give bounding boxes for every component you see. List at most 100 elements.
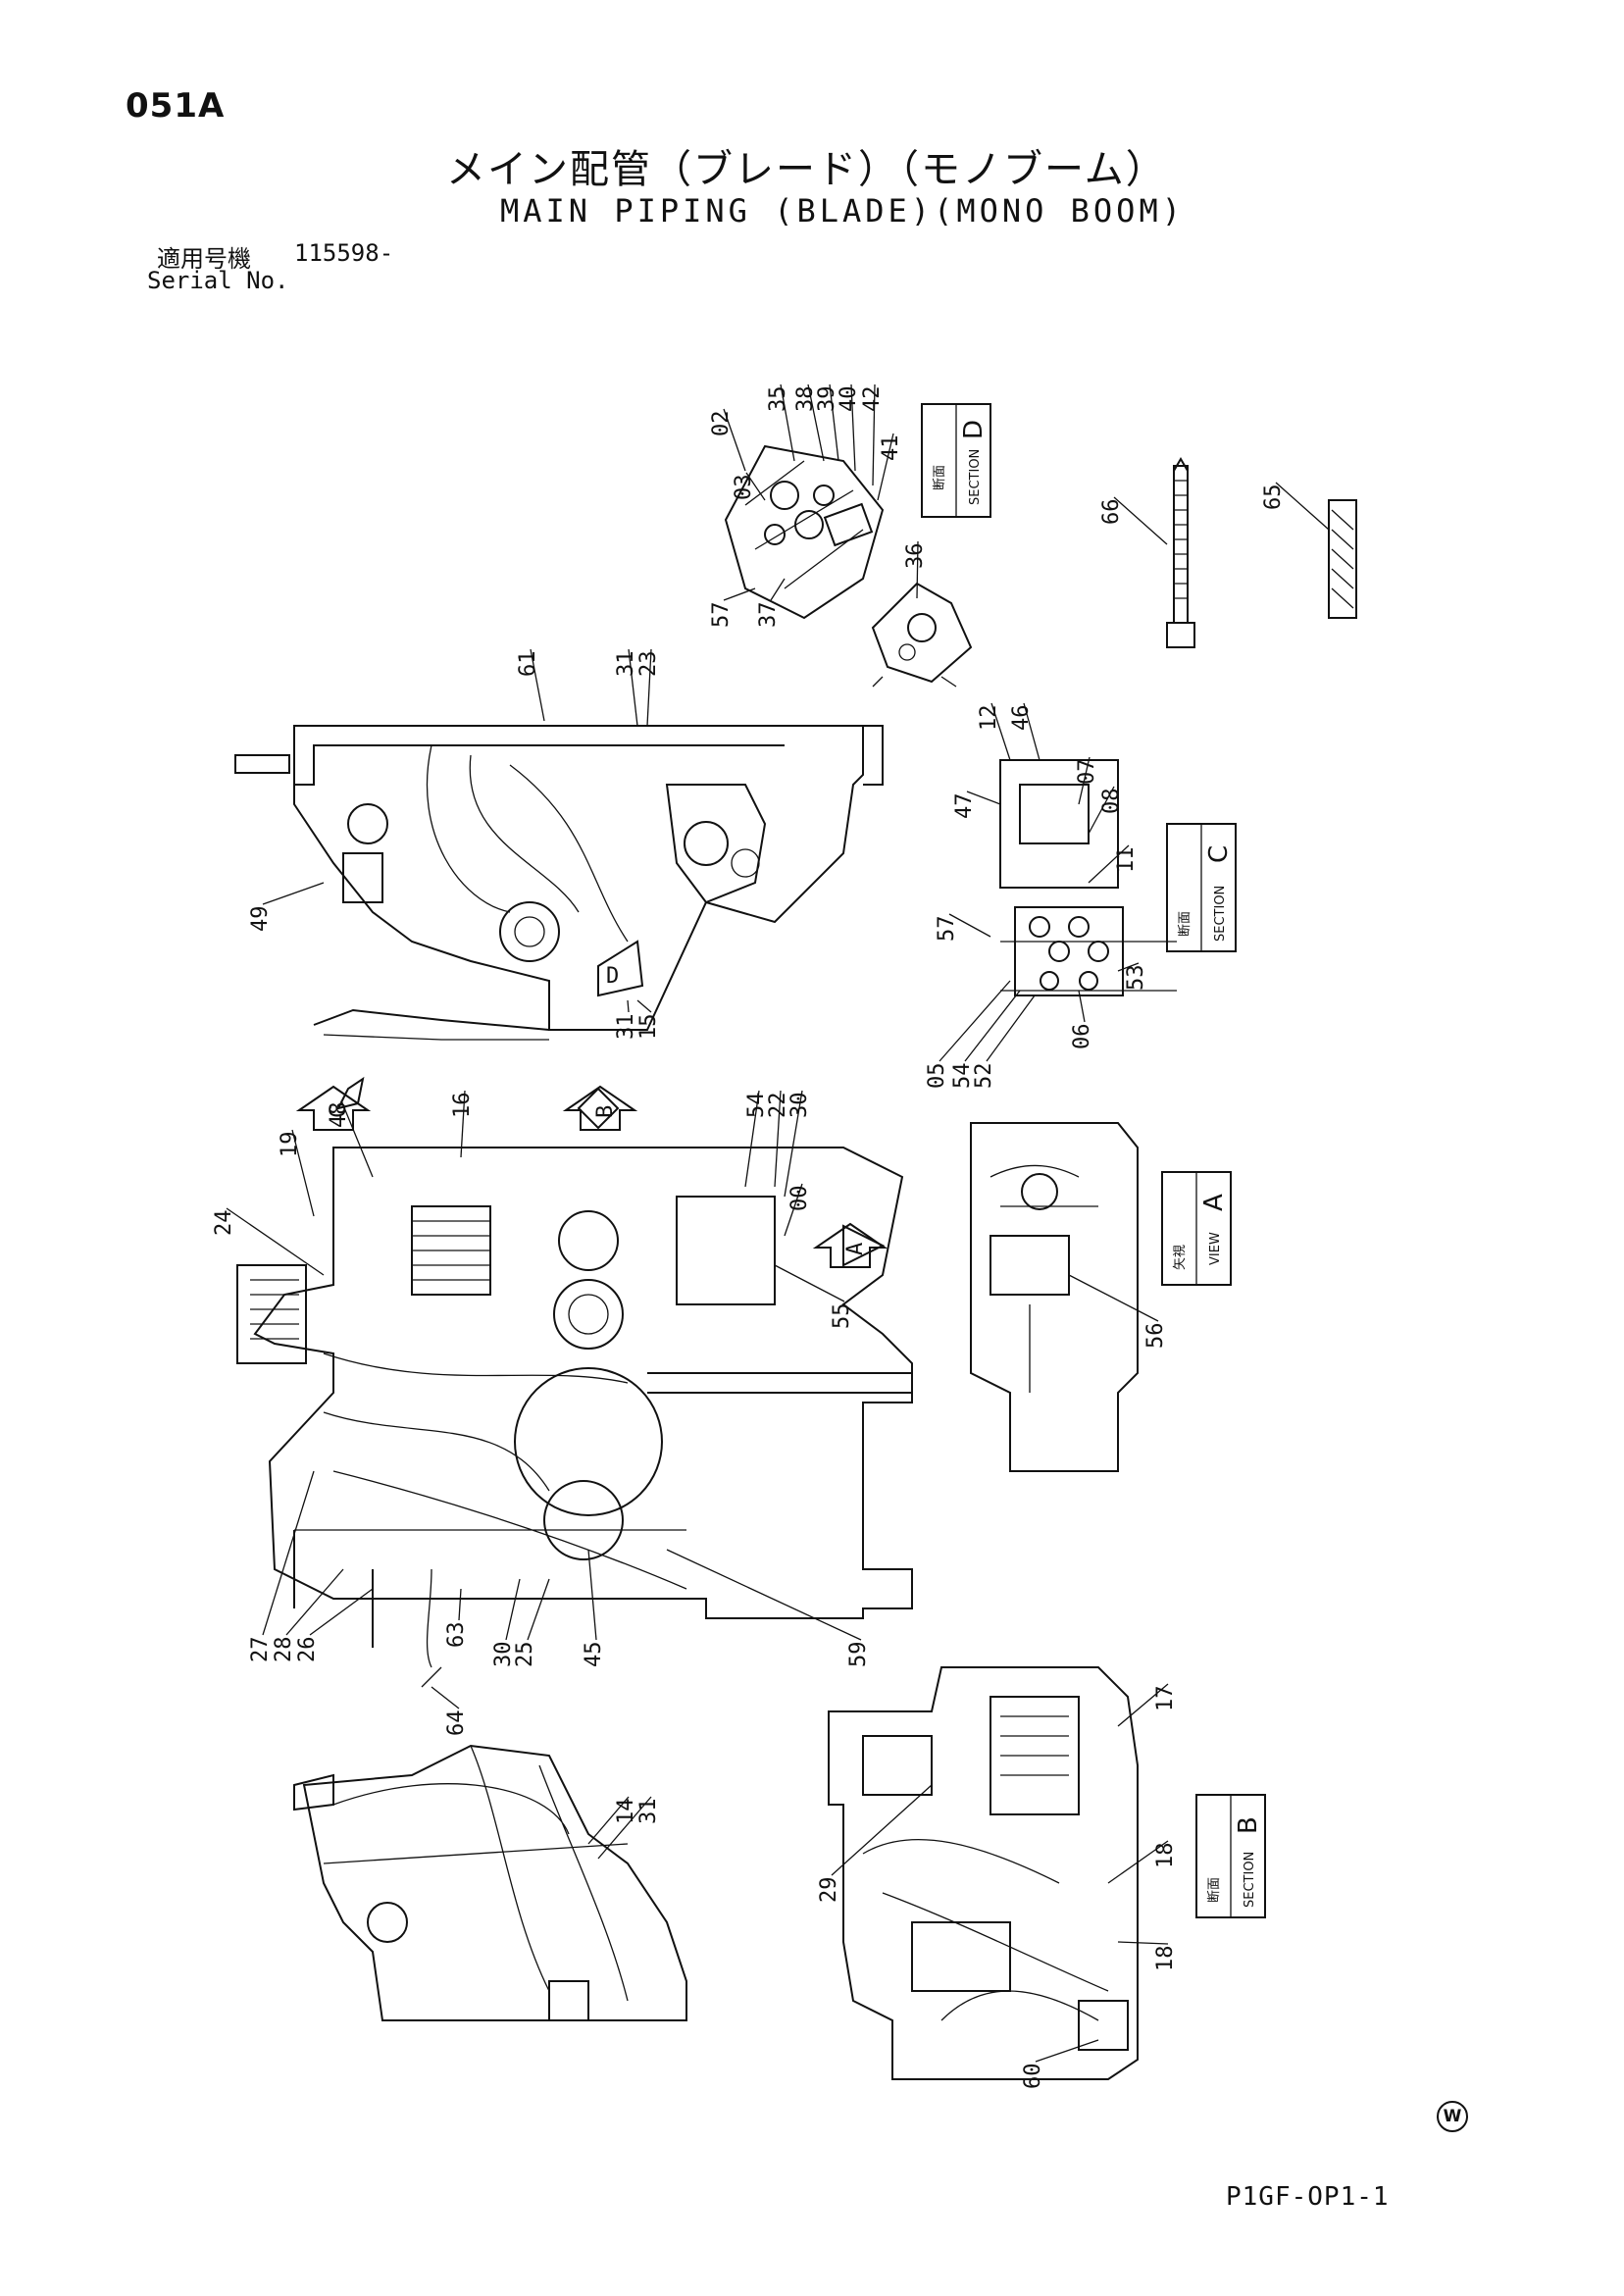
leader-main_view-16 [460,1090,466,1158]
leader-section_d-39 [829,383,839,462]
callout-section_c-57: 57 [935,916,959,943]
callout-section_c-47: 47 [952,793,977,820]
leader-upper_view-49 [262,882,325,905]
svg-text:A: A [843,1243,868,1255]
main-view-drawing [236,1076,913,1688]
callout-section_c-05: 05 [925,1063,949,1090]
callout-main_view-24: 24 [212,1210,236,1237]
leader-section_b-18 [1117,1941,1169,1945]
callout-main_view-16: 16 [450,1093,475,1119]
leader-main_view-26 [309,1588,374,1636]
svg-text:断面: 断面 [1207,1877,1222,1903]
section-d-tag: 断面 SECTION D [921,403,991,518]
callout-section_b-60: 60 [1021,2064,1045,2090]
marker-d-upper: D [606,964,619,989]
lower-left-drawing [293,1744,687,2021]
leader-section_c-53 [1117,962,1140,972]
callout-section_b-18: 18 [1153,1843,1178,1869]
leader-section_d-42 [872,383,876,486]
leader-lower_left-14 [587,1796,630,1845]
marker-a: A [812,1222,888,1268]
callout-section_c-52: 52 [972,1063,996,1090]
leader-section_c-47 [966,791,1001,805]
callout-main_view-26: 26 [295,1637,320,1663]
svg-text:断面: 断面 [1178,911,1193,937]
callout-section_d-57: 57 [709,602,734,629]
leader-section_d-36 [916,540,919,599]
leader-main_view-45 [587,1549,597,1641]
leader-upper_view-31 [628,648,638,727]
callout-section_d-36: 36 [903,543,928,570]
leader-small_parts-65 [1275,482,1330,531]
leader-main_view-63 [458,1588,462,1621]
leader-section_c-05 [939,980,1011,1062]
callout-main_view-63: 63 [444,1622,469,1649]
leader-main_view-30 [784,1090,803,1198]
title-japanese: メイン配管（ブレード）（モノブーム） [446,147,1167,192]
serial-number: 115598- [294,239,394,267]
callout-section_d-03: 03 [732,475,756,501]
leader-upper_view-61 [530,648,545,722]
leader-section_d-02 [723,408,746,472]
leader-section_c-57 [948,913,991,938]
svg-text:B: B [593,1105,618,1118]
callout-section_d-40: 40 [837,386,861,413]
svg-text:D: D [959,420,989,439]
callout-section_d-39: 39 [815,386,839,413]
leader-main_view-59 [666,1549,862,1641]
leader-upper_view-31 [627,999,630,1013]
small-parts-drawing [1166,457,1357,648]
callout-leaders [226,383,1330,2063]
leader-main_view-55 [774,1264,845,1302]
callout-section_d-41: 41 [879,435,903,462]
section-b-tag: 断面 SECTION B [1195,1794,1266,1918]
leader-lower_left-31 [597,1796,652,1860]
leader-section_c-07 [1078,756,1091,805]
callout-section_c-53: 53 [1124,965,1148,992]
leader-main_view-24 [226,1207,325,1276]
callout-section_d-38: 38 [793,386,818,413]
svg-text:SECTION: SECTION [968,449,983,505]
marker-b: B [562,1085,638,1131]
leader-section_c-06 [1078,990,1086,1023]
callout-upper_view-23: 23 [636,651,661,678]
svg-text:B: B [1234,1816,1263,1834]
section-b-drawing [828,1666,1139,2080]
leader-main_view-00 [784,1183,803,1237]
leader-section_c-08 [1088,786,1115,835]
leader-section_d-03 [745,472,766,501]
leader-section_b-17 [1117,1683,1169,1727]
leader-section_d-35 [780,383,795,462]
section-c-tag: 断面 SECTION C [1166,823,1237,952]
callout-section_d-02: 02 [709,411,734,437]
leader-main_view-27 [262,1470,315,1636]
view-a-tag: 矢視 VIEW A [1161,1171,1232,1286]
leader-upper_view-15 [636,999,652,1013]
callout-section_c-11: 11 [1114,847,1139,874]
callout-section_b-17: 17 [1153,1686,1178,1712]
leader-section_d-38 [807,383,825,462]
drawing-code: P1GF-OP1-1 [1226,2182,1390,2212]
leader-main_view-54 [744,1090,760,1188]
svg-text:SECTION: SECTION [1243,1852,1257,1908]
callout-section_b-18: 18 [1153,1946,1178,1972]
callout-view_a-56: 56 [1143,1323,1168,1350]
leader-section_d-57 [723,587,756,601]
leader-main_view-22 [774,1090,782,1188]
leader-main_view-28 [285,1568,344,1636]
leader-view_a-56 [1068,1274,1159,1322]
svg-text:A: A [1199,1194,1229,1211]
svg-text:矢視: 矢視 [1173,1245,1188,1270]
leader-main_view-64 [431,1686,460,1709]
leader-small_parts-66 [1113,496,1168,545]
leader-section_c-46 [1023,702,1040,761]
leader-upper_view-23 [646,648,652,727]
callout-main_view-28: 28 [272,1637,296,1663]
leader-section_c-54 [964,990,1021,1062]
callout-section_c-06: 06 [1070,1024,1094,1050]
section-c-drawing [999,759,1177,996]
serial-label-japanese: 適用号機 [157,245,251,273]
callout-section_c-54: 54 [950,1063,975,1090]
